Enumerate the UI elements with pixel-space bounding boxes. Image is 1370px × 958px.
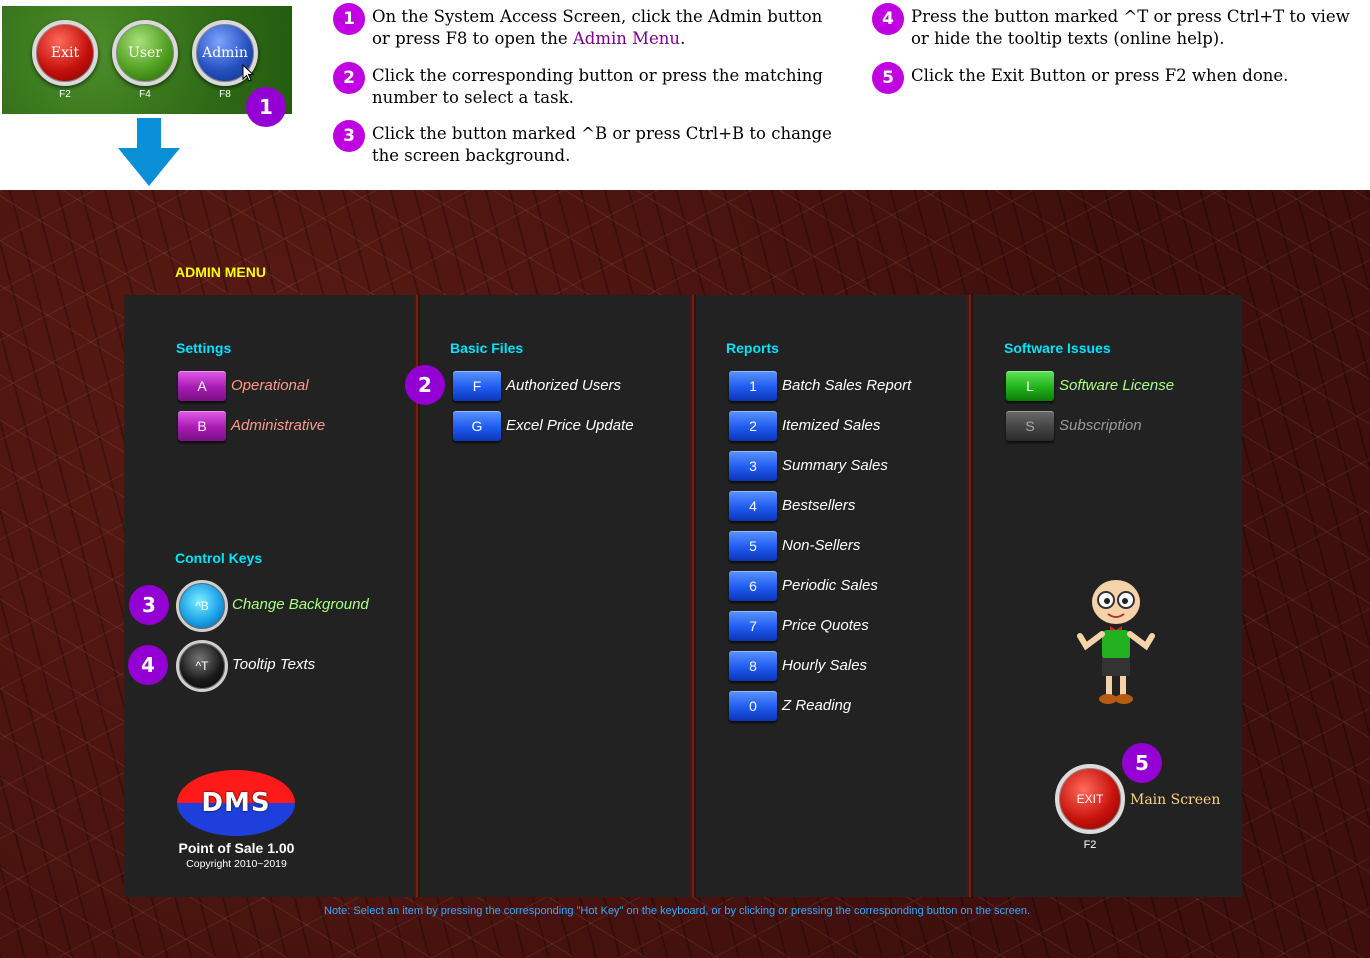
step-5-badge: 5 [872,62,904,94]
hotkey-note: Note: Select an item by pressing the cor… [324,905,1031,917]
instructions-strip: Exit F2 User F4 Admin F8 1 1 On the Syst… [0,0,1370,190]
change-background-label[interactable]: Change Background [232,596,369,613]
column-divider [690,295,696,897]
subscription-button[interactable]: S [1006,411,1054,441]
software-license-button[interactable]: L [1006,371,1054,401]
settings-heading: Settings [176,340,232,356]
exit-fkey: F2 [1083,839,1097,851]
non-sellers-label[interactable]: Non-Sellers [782,537,861,554]
step-3-badge: 3 [333,120,365,152]
step-5-text: Click the Exit Button or press F2 when d… [911,66,1289,85]
step-2-text: Click the corresponding button or press … [372,66,823,107]
step-4-text: Press the button marked ^T or press Ctrl… [911,7,1350,48]
summary-sales-button[interactable]: 3 [729,451,777,481]
hourly-sales-label[interactable]: Hourly Sales [782,657,868,674]
system-access-screen-thumbnail: Exit F2 User F4 Admin F8 [2,6,292,114]
step-badge-3: 3 [129,585,169,625]
page-title: ADMIN MENU [175,264,266,280]
step-1-badge: 1 [333,3,365,35]
price-quotes-button[interactable]: 7 [729,611,777,641]
itemized-sales-button[interactable]: 2 [729,411,777,441]
basic-files-heading: Basic Files [450,340,524,356]
step-badge-4: 4 [128,645,168,685]
access-exit-fkey: F2 [59,89,71,100]
authorized-users-button[interactable]: F [453,371,501,401]
mascot-illustration [1077,564,1155,704]
step-badge-2: 2 [405,365,445,405]
step-2-badge: 2 [333,62,365,94]
tooltip-texts-label[interactable]: Tooltip Texts [232,656,316,673]
admin-menu-screen: ADMIN MENU Settings A Operational B Admi… [0,190,1370,958]
product-name: Point of Sale 1.00 [178,840,295,856]
step-badge-1-thumbnail: 1 [246,87,286,127]
admin-menu-link: Admin Menu [572,29,681,48]
administrative-label[interactable]: Administrative [231,417,326,434]
access-admin-fkey: F8 [219,89,231,100]
step-1-text: On the System Access Screen, click the A… [372,7,823,48]
summary-sales-label[interactable]: Summary Sales [782,457,888,474]
copyright: Copyright 2010~2019 [186,858,287,870]
software-issues-heading: Software Issues [1004,340,1111,356]
z-reading-label[interactable]: Z Reading [782,697,852,714]
periodic-sales-button[interactable]: 6 [729,571,777,601]
main-screen-label: Main Screen [1130,792,1221,808]
authorized-users-label[interactable]: Authorized Users [506,377,622,394]
column-divider [967,295,973,897]
column-divider [414,295,420,897]
control-keys-heading: Control Keys [175,550,263,566]
access-user-button[interactable]: User [112,20,178,86]
hourly-sales-button[interactable]: 8 [729,651,777,681]
down-arrow-icon [118,118,180,186]
batch-sales-report-label[interactable]: Batch Sales Report [782,377,912,394]
z-reading-button[interactable]: 0 [729,691,777,721]
operational-button[interactable]: A [178,371,226,401]
step-4-badge: 4 [872,3,904,35]
step-3-text: Click the button marked ^B or press Ctrl… [372,124,832,165]
itemized-sales-label[interactable]: Itemized Sales [782,417,881,434]
tooltip-texts-button[interactable]: ^T [176,640,228,692]
software-license-label[interactable]: Software License [1059,377,1175,394]
bestsellers-label[interactable]: Bestsellers [782,497,856,514]
periodic-sales-label[interactable]: Periodic Sales [782,577,878,594]
step-badge-5: 5 [1122,743,1162,783]
bestsellers-button[interactable]: 4 [729,491,777,521]
price-quotes-label[interactable]: Price Quotes [782,617,869,634]
reports-heading: Reports [726,340,779,356]
exit-button[interactable]: EXIT [1055,764,1125,834]
administrative-button[interactable]: B [178,411,226,441]
change-background-button[interactable]: ^B [176,580,228,632]
access-admin-button[interactable]: Admin [192,20,258,86]
excel-price-update-button[interactable]: G [453,411,501,441]
batch-sales-report-button[interactable]: 1 [729,371,777,401]
operational-label[interactable]: Operational [231,377,309,394]
access-exit-button[interactable]: Exit [32,20,98,86]
excel-price-update-label[interactable]: Excel Price Update [506,417,634,434]
subscription-label[interactable]: Subscription [1059,417,1142,434]
access-user-fkey: F4 [139,89,151,100]
non-sellers-button[interactable]: 5 [729,531,777,561]
mouse-pointer-icon [242,64,255,82]
dms-logo: DMS [177,770,295,836]
